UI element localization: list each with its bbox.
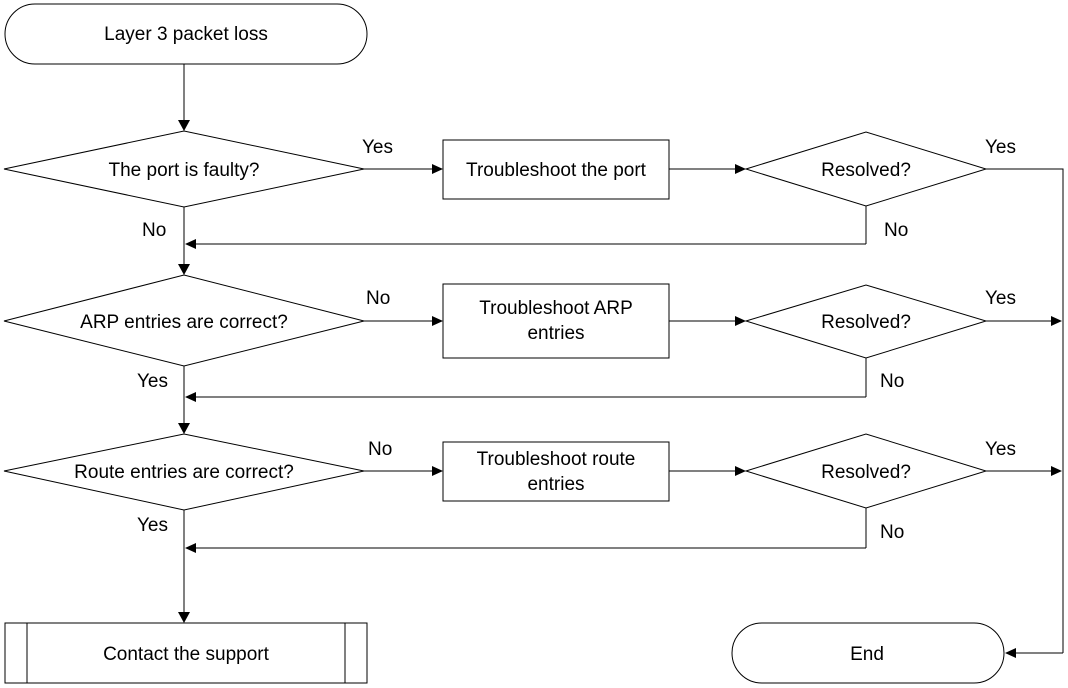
arrow-head	[735, 164, 746, 174]
arrow-head	[432, 316, 443, 326]
arrow-head	[178, 423, 190, 434]
arrow-head	[178, 612, 190, 623]
contact-support-node: Contact the support	[4, 622, 368, 684]
contact-support-label: Contact the support	[103, 644, 270, 665]
decision-port-label: The port is faulty?	[108, 160, 259, 181]
action-troubleshoot-port: Troubleshoot the port	[442, 139, 670, 200]
arrow-head	[178, 264, 190, 275]
resolved-3-label: Resolved?	[821, 462, 911, 483]
decision-route-label: Route entries are correct?	[74, 462, 294, 483]
decision-port-faulty: The port is faulty?	[3, 130, 365, 208]
action-troubleshoot-route: Troubleshoot route entries	[442, 441, 670, 502]
label-port-no: No	[142, 220, 166, 241]
label-resolved1-yes: Yes	[985, 137, 1016, 158]
arrow-head	[185, 543, 196, 553]
arrow-head	[1005, 648, 1016, 658]
arrow-head	[735, 316, 746, 326]
arrow-head	[735, 466, 746, 476]
label-arp-yes: Yes	[137, 371, 168, 392]
decision-resolved-2: Resolved?	[744, 284, 988, 359]
decision-arp-correct: ARP entries are correct?	[3, 274, 365, 367]
label-route-yes: Yes	[137, 515, 168, 536]
arrow-head	[1051, 316, 1062, 326]
start-label: Layer 3 packet loss	[104, 24, 268, 45]
arrow-head	[1051, 466, 1062, 476]
arrow-head	[185, 239, 196, 249]
action-port-label: Troubleshoot the port	[466, 160, 647, 181]
label-arp-no: No	[366, 288, 390, 309]
resolved-1-label: Resolved?	[821, 160, 911, 181]
action-arp-line2: entries	[527, 323, 584, 344]
label-resolved2-yes: Yes	[985, 288, 1016, 309]
label-resolved1-no: No	[884, 220, 908, 241]
arrow-head	[178, 120, 190, 131]
arrow-head	[185, 392, 196, 402]
action-troubleshoot-arp: Troubleshoot ARP entries	[442, 283, 670, 359]
label-resolved3-yes: Yes	[985, 439, 1016, 460]
label-port-yes: Yes	[362, 137, 393, 158]
action-arp-line1: Troubleshoot ARP	[479, 298, 633, 319]
decision-resolved-3: Resolved?	[744, 433, 988, 509]
start-node: Layer 3 packet loss	[4, 3, 368, 65]
action-route-line1: Troubleshoot route	[477, 449, 636, 470]
arrow-head	[432, 466, 443, 476]
decision-route-correct: Route entries are correct?	[3, 433, 365, 511]
end-label: End	[850, 644, 884, 665]
arrow-head	[432, 164, 443, 174]
label-resolved2-no: No	[880, 371, 904, 392]
label-route-no: No	[368, 439, 392, 460]
decision-arp-label: ARP entries are correct?	[80, 312, 288, 333]
end-node: End	[731, 622, 1005, 684]
resolved-2-label: Resolved?	[821, 312, 911, 333]
action-route-line2: entries	[527, 474, 584, 495]
label-resolved3-no: No	[880, 522, 904, 543]
decision-resolved-1: Resolved?	[744, 131, 988, 207]
